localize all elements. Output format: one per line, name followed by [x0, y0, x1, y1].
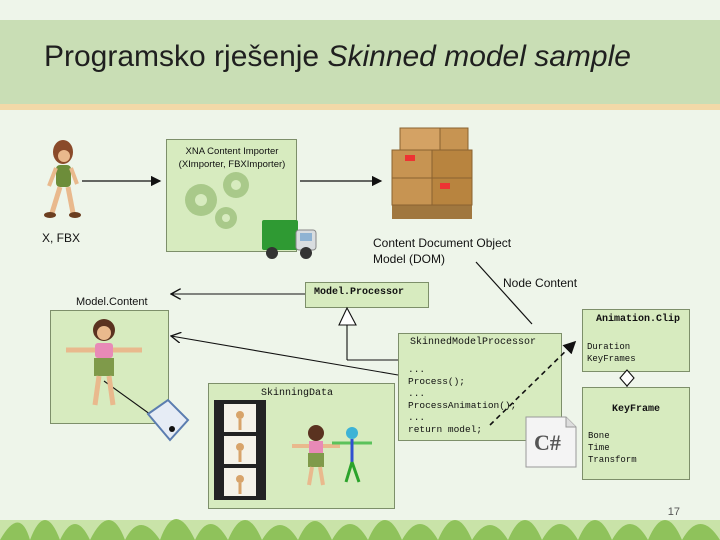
- csharp-file-icon: [525, 416, 577, 468]
- code-line: return model;: [408, 424, 483, 435]
- title-italic: Skinned model sample: [327, 40, 631, 73]
- importer-label-line2: (XImporter, FBXImporter): [178, 159, 286, 170]
- csharp-icon-label: C#: [534, 430, 561, 455]
- title-plain: Programsko rješenje: [44, 40, 328, 73]
- slide-title: Programsko rješenje Skinned model sample: [44, 40, 631, 74]
- key-frame-field: Transform: [588, 455, 637, 465]
- model-processor-box: [305, 282, 429, 308]
- key-frame-fields: Bone Time Transform: [588, 430, 637, 466]
- animation-clip-box: [582, 309, 690, 372]
- delivery-truck-icon: [262, 220, 317, 259]
- importer-label-line1: XNA Content Importer: [185, 146, 279, 157]
- price-tag-icon: [146, 398, 190, 442]
- page-number: 17: [667, 506, 680, 518]
- code-line: ...: [408, 364, 426, 375]
- film-strip-icon: [214, 400, 266, 500]
- code-line: ProcessAnimation();: [408, 400, 517, 411]
- skinned-model-processor-label: SkinnedModelProcessor: [410, 337, 537, 348]
- code-line: Process();: [408, 376, 466, 387]
- animation-clip-title: Animation.Clip: [596, 314, 681, 325]
- character-tpose-icon: [66, 319, 142, 406]
- gears-icon: [185, 172, 249, 229]
- animation-clip-field: KeyFrames: [587, 354, 636, 364]
- input-format-label: X, FBX: [42, 231, 81, 245]
- skeleton-figure-icon: [292, 425, 372, 486]
- animation-clip-field: Duration: [587, 342, 631, 352]
- animation-clip-fields: Duration KeyFrames: [587, 341, 636, 365]
- key-frame-title: KeyFrame: [612, 404, 661, 415]
- code-line: ...: [408, 412, 426, 423]
- dom-label-line2: Model (DOM): [373, 252, 446, 266]
- title-band: [0, 20, 720, 110]
- package-boxes-icon: [391, 127, 473, 219]
- character-figure-icon: [44, 140, 81, 218]
- dom-label-line1: Content Document Object: [373, 236, 512, 250]
- dom-label: Content Document Object Model (DOM): [373, 235, 511, 267]
- key-frame-field: Time: [588, 443, 610, 453]
- grass-decoration: [0, 519, 720, 540]
- importer-label: XNA Content Importer (XImporter, FBXImpo…: [166, 145, 298, 171]
- skinning-data-label: SkinningData: [261, 388, 334, 399]
- code-line: ...: [408, 388, 426, 399]
- model-content-label: Model.Content: [76, 296, 148, 308]
- key-frame-box: [582, 387, 690, 480]
- node-content-label: Node Content: [503, 276, 578, 290]
- model-processor-label: Model.Processor: [314, 287, 405, 298]
- key-frame-field: Bone: [588, 431, 610, 441]
- processor-code: ... Process(); ... ProcessAnimation(); .…: [408, 364, 516, 436]
